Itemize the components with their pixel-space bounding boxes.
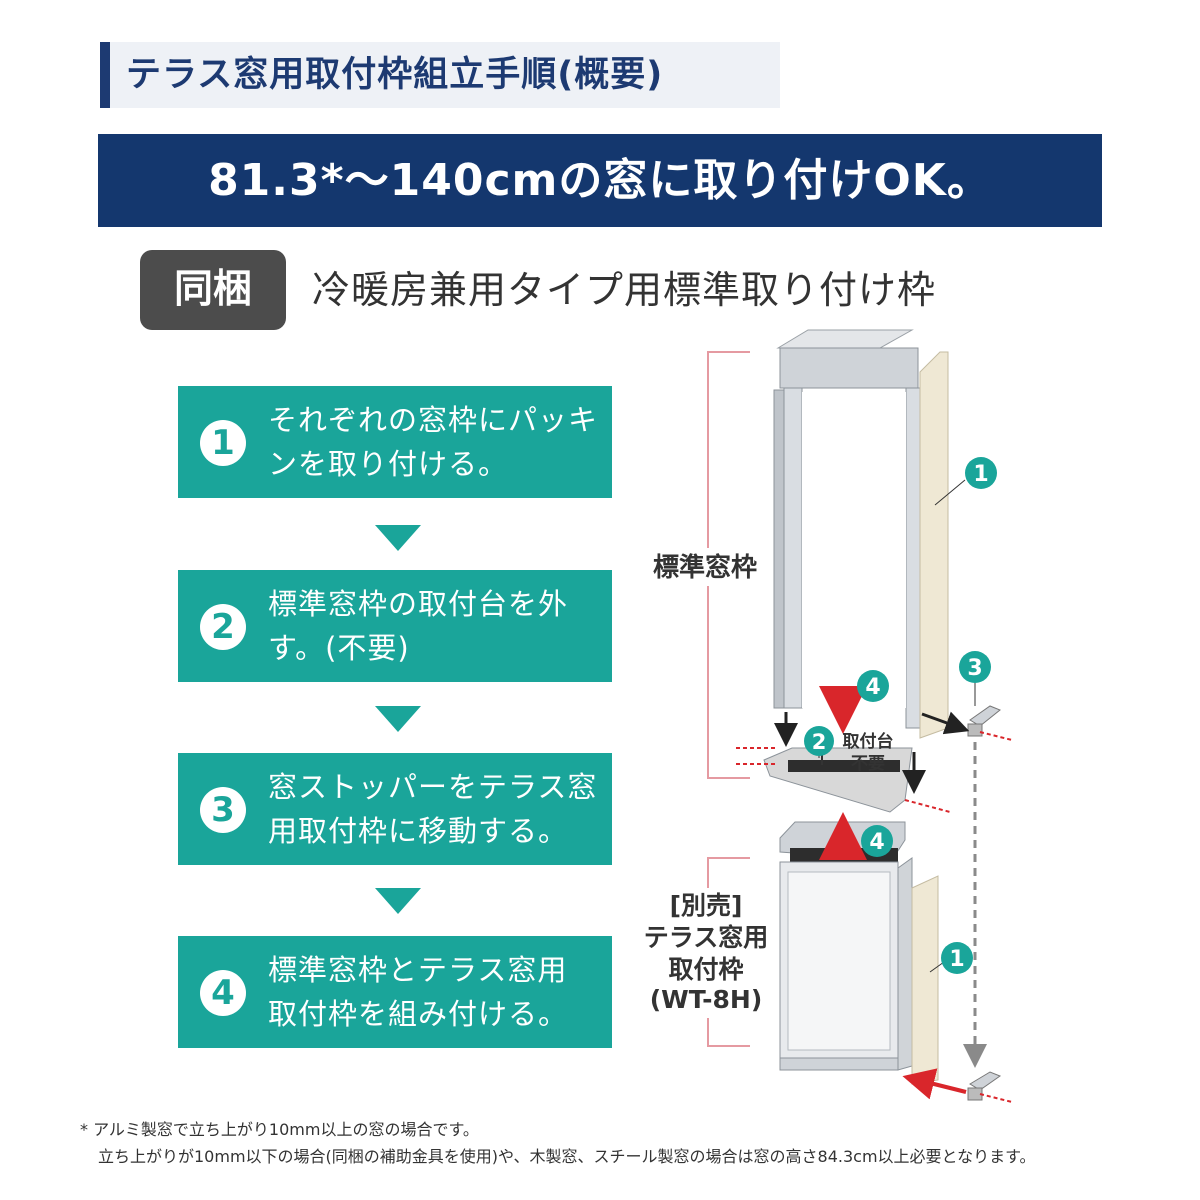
optional-label-line: 取付枠 [668, 955, 743, 984]
mounting-base [736, 746, 951, 813]
down-arrow-icon [375, 525, 421, 551]
svg-text:1: 1 [949, 947, 964, 972]
window-stopper-top [967, 705, 1013, 741]
step-text-line: それぞれの窓枠にパッキ [268, 403, 599, 437]
header-accent [100, 42, 110, 108]
mount-note-line: 取付台 [843, 731, 894, 752]
step-text-line: 取付枠を組み付ける。 [268, 997, 569, 1031]
callout-4-top: 4 [857, 670, 889, 702]
header-bar [100, 42, 780, 108]
step-text: 標準窓枠の取付台を外 す。(不要) [268, 582, 598, 670]
bundled-badge: 同梱 [140, 250, 286, 330]
callout-1-bottom: 1 [929, 942, 973, 974]
callout-3: 3 [959, 651, 991, 706]
page-title: テラス窓用取付枠組立手順(概要) [126, 55, 664, 95]
svg-text:3: 3 [967, 656, 982, 681]
step-text: それぞれの窓枠にパッキ ンを取り付ける。 [268, 398, 598, 486]
window-size-banner: 81.3*～140cmの窓に取り付けOK。 [98, 134, 1102, 227]
down-arrow-icon [375, 888, 421, 914]
svg-text:2: 2 [812, 730, 827, 754]
step-text: 標準窓枠とテラス窓用 取付枠を組み付ける。 [268, 948, 598, 1036]
standard-frame-label: 標準窓枠 [653, 552, 757, 583]
step-number: 3 [200, 787, 246, 833]
step-2-box: 2 標準窓枠の取付台を外 す。(不要) [178, 570, 612, 682]
optional-label-line: [別売] [670, 891, 743, 920]
down-arrow-icon [375, 706, 421, 732]
callout-1-top: 1 [934, 457, 997, 506]
step-number: 4 [200, 970, 246, 1016]
optional-label-line: テラス窓用 [644, 923, 769, 952]
terrace-window-frame [779, 821, 939, 1085]
step-text-line: ンを取り付ける。 [268, 447, 509, 481]
bundled-frame-title: 冷暖房兼用タイプ用標準取り付け枠 [312, 268, 937, 312]
step-text-line: す。(不要) [268, 631, 410, 665]
arrow-icon [902, 1068, 967, 1100]
step-text: 窓ストッパーをテラス窓 用取付枠に移動する。 [268, 765, 598, 853]
svg-text:4: 4 [869, 830, 884, 855]
step-text-line: 用取付枠に移動する。 [268, 814, 569, 848]
step-number: 1 [200, 420, 246, 466]
step-1-box: 1 それぞれの窓枠にパッキ ンを取り付ける。 [178, 386, 612, 498]
step-3-box: 3 窓ストッパーをテラス窓 用取付枠に移動する。 [178, 753, 612, 865]
callout-2: 2 [804, 726, 834, 758]
mount-note-line: 不要 [851, 754, 885, 774]
footnote-line: 立ち上がりが10mm以下の場合(同梱の補助金具を使用)や、木製窓、スチール製窓の… [98, 1147, 1036, 1166]
window-stopper-bottom [967, 1071, 1013, 1103]
svg-text:4: 4 [865, 675, 880, 700]
step-4-box: 4 標準窓枠とテラス窓用 取付枠を組み付ける。 [178, 936, 612, 1048]
svg-text:1: 1 [973, 462, 988, 487]
step-text-line: 窓ストッパーをテラス窓 [268, 770, 598, 804]
step-number: 2 [200, 604, 246, 650]
optional-label-line: (WT-8H) [650, 985, 763, 1014]
callout-4-bottom: 4 [861, 825, 893, 857]
arrow-icon [921, 711, 970, 735]
standard-window-frame [773, 329, 949, 739]
step-text-line: 標準窓枠とテラス窓用 [268, 953, 568, 987]
footnote-line: * アルミ製窓で立ち上がり10mm以上の窓の場合です。 [80, 1120, 479, 1139]
step-text-line: 標準窓枠の取付台を外 [268, 587, 569, 621]
